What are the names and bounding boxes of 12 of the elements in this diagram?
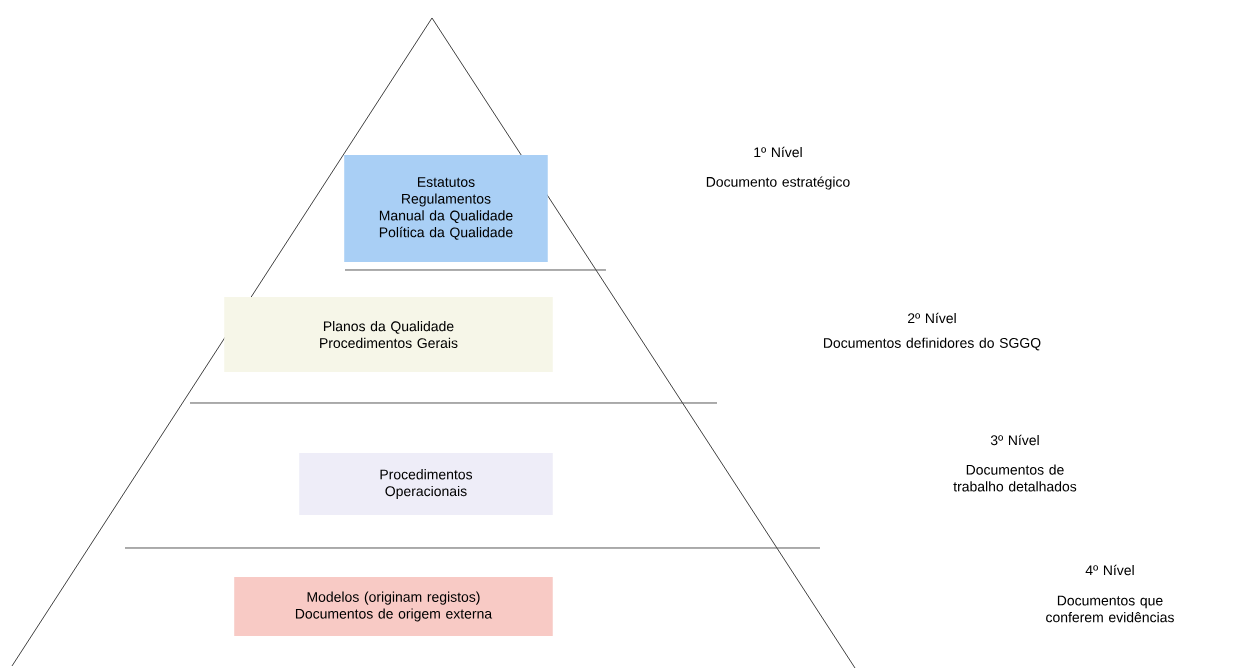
level-title: 1º Nível xyxy=(754,146,802,158)
level-title: 3º Nível xyxy=(990,434,1039,446)
document-box: Modelos (originam registos) Documentos de origem externa xyxy=(234,577,553,637)
level-title: 2º Nível xyxy=(908,312,956,324)
level-title: 4º Nível xyxy=(1085,564,1134,576)
level-description: Documento estratégico xyxy=(706,176,850,190)
level-description: Documentos definidores do SGGQ xyxy=(824,337,1041,351)
document-box: Procedimentos Operacionais xyxy=(299,453,553,516)
level-description: Documentos de trabalho detalhados xyxy=(953,464,1077,492)
level-description: Documentos que conferem evidências xyxy=(1046,595,1174,623)
document-box: Planos da Qualidade Procedimentos Gerais xyxy=(224,297,553,372)
document-box: Estatutos Regulamentos Manual da Qualidade Política da Qualidade xyxy=(344,155,548,262)
